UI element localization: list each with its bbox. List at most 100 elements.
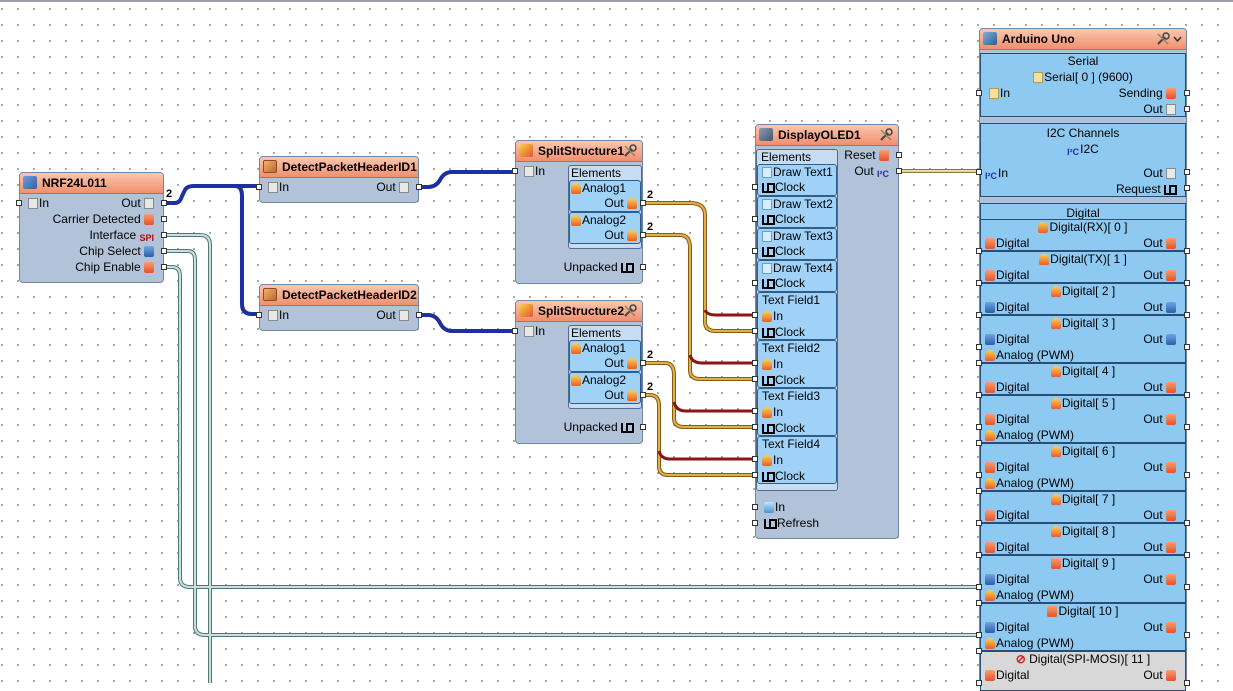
detect1-header[interactable]: DetectPacketHeaderID1 (260, 157, 418, 178)
serial-out-pin[interactable] (1184, 106, 1190, 112)
text-field-4-in-pin[interactable] (752, 456, 758, 462)
text-field-1-in-pin[interactable] (752, 312, 758, 318)
d6-in-pin[interactable] (976, 472, 982, 478)
draw-text-4-clock-pin[interactable] (752, 280, 758, 286)
d4-in-pin[interactable] (976, 392, 982, 398)
wire-s2-a1-to-tf3-in[interactable] (672, 401, 756, 413)
wire-s1-analog2[interactable] (645, 234, 756, 380)
oled-text-field-1[interactable]: Text Field1 In Clock (757, 292, 837, 340)
oled-draw-text-4[interactable]: Draw Text4 Clock (757, 260, 837, 292)
oled-draw-text-2[interactable]: Draw Text2 Clock (757, 196, 837, 228)
oled-draw-text-1[interactable]: Draw Text1 Clock (757, 164, 837, 196)
split2-analog1[interactable]: Analog1 Out (569, 340, 641, 372)
d10-out-pin[interactable] (1184, 632, 1190, 638)
nrf-in-pin[interactable] (16, 200, 22, 206)
arduino-header[interactable]: Arduino Uno (980, 29, 1186, 50)
detect1-in-pin[interactable] (256, 184, 262, 190)
split1-elements[interactable]: Elements Analog1 Out Analog2 Out (568, 165, 642, 249)
text-field-3-clock-pin[interactable] (752, 424, 758, 430)
d3-in-pin[interactable] (976, 344, 982, 350)
text-field-2-clock-pin[interactable] (752, 376, 758, 382)
wire-detect2-to-split2[interactable] (420, 313, 516, 333)
arduino-component[interactable]: Arduino Uno Serial Serial[ 0 ] (9600) In… (976, 28, 1190, 691)
d8-in-pin[interactable] (976, 552, 982, 558)
oled-draw-text-3[interactable]: Draw Text3 Clock (757, 228, 837, 260)
split2-analog1-pin[interactable] (640, 360, 646, 366)
i2c-request-pin[interactable] (1184, 185, 1190, 191)
d10-pwm-pin[interactable] (976, 648, 982, 654)
split1-analog2[interactable]: Analog2 Out (569, 212, 641, 244)
wire-nrf-to-detect2[interactable] (234, 184, 260, 316)
nrf-header[interactable]: NRF24L011 (20, 173, 163, 194)
d1-in-pin[interactable] (976, 280, 982, 286)
wire-s1-a1-to-tf1-in[interactable] (703, 309, 756, 317)
oled-text-field-3[interactable]: Text Field3 In Clock (757, 388, 837, 436)
serial-in-pin[interactable] (976, 90, 982, 96)
split2-analog2-pin[interactable] (640, 392, 646, 398)
split1-component[interactable]: SplitStructure1 In Elements Analog1 Out … (512, 140, 646, 284)
arduino-serial-section[interactable]: Serial Serial[ 0 ] (9600) In Sending Out (980, 53, 1186, 117)
oled-reset-pin[interactable] (896, 152, 902, 158)
wire-s1-analog1[interactable] (645, 202, 756, 332)
d10-in-pin[interactable] (976, 632, 982, 638)
arduino-pin-d10[interactable]: Digital[ 10 ] Digital Out Analog (PWM) (980, 603, 1186, 651)
wire-nrf-chip-select[interactable] (165, 250, 980, 636)
wrench-icon[interactable] (623, 304, 637, 318)
text-field-2-in-pin[interactable] (752, 360, 758, 366)
d0-out-pin[interactable] (1184, 248, 1190, 254)
split2-elements[interactable]: Elements Analog1 Out Analog2 Out (568, 325, 642, 409)
d6-pwm-pin[interactable] (976, 488, 982, 494)
wire-detect1-to-split1[interactable] (420, 170, 516, 189)
d5-pwm-pin[interactable] (976, 440, 982, 446)
arduino-pin-d4[interactable]: Digital[ 4 ] Digital Out (980, 363, 1186, 395)
d4-out-pin[interactable] (1184, 392, 1190, 398)
oled-refresh-pin[interactable] (752, 520, 758, 526)
wire-nrf-chip-enable[interactable] (165, 266, 980, 588)
nrf-chip-enable-pin[interactable] (161, 264, 167, 270)
detect1-out-pin[interactable] (416, 184, 422, 190)
split2-component[interactable]: SplitStructure2 In Elements Analog1 Out … (512, 300, 646, 444)
split2-in-pin[interactable] (512, 328, 518, 334)
arduino-pin-d3[interactable]: Digital[ 3 ] Digital Out Analog (PWM) (980, 315, 1186, 363)
arduino-pin-d11[interactable]: ⊘ Digital(SPI-MOSI)[ 11 ] Digital Out (980, 651, 1186, 691)
d11-out-pin[interactable] (1184, 680, 1190, 686)
arduino-pin-d7[interactable]: Digital[ 7 ] Digital Out (980, 491, 1186, 523)
arduino-pin-d0[interactable]: Digital(RX)[ 0 ] Digital Out (980, 219, 1186, 251)
detect2-header[interactable]: DetectPacketHeaderID2 (260, 285, 418, 306)
wire-s2-analog2[interactable] (645, 394, 756, 476)
d3-out-pin[interactable] (1184, 344, 1190, 350)
wire-s2-analog1[interactable] (645, 362, 756, 428)
wire-nrf-to-detect1[interactable] (165, 184, 260, 205)
arduino-pin-d9[interactable]: Digital[ 9 ] Digital Out Analog (PWM) (980, 555, 1186, 603)
wrench-icon[interactable] (879, 128, 893, 142)
d7-in-pin[interactable] (976, 520, 982, 526)
text-field-3-in-pin[interactable] (752, 408, 758, 414)
arduino-pin-d5[interactable]: Digital[ 5 ] Digital Out Analog (PWM) (980, 395, 1186, 443)
detect1-component[interactable]: DetectPacketHeaderID1 In Out (256, 156, 422, 203)
arduino-pin-d1[interactable]: Digital(TX)[ 1 ] Digital Out (980, 251, 1186, 283)
d2-in-pin[interactable] (976, 312, 982, 318)
detect2-component[interactable]: DetectPacketHeaderID2 In Out (256, 284, 422, 331)
d2-out-pin[interactable] (1184, 312, 1190, 318)
arduino-pin-d6[interactable]: Digital[ 6 ] Digital Out Analog (PWM) (980, 443, 1186, 491)
d11-in-pin[interactable] (976, 680, 982, 686)
d9-in-pin[interactable] (976, 584, 982, 590)
d9-out-pin[interactable] (1184, 584, 1190, 590)
nrf-out-pin[interactable] (161, 200, 167, 206)
oled-header[interactable]: DisplayOLED1 (756, 125, 898, 146)
i2c-out-pin[interactable] (1184, 169, 1190, 175)
arduino-pin-d8[interactable]: Digital[ 8 ] Digital Out (980, 523, 1186, 555)
arduino-pin-d2[interactable]: Digital[ 2 ] Digital Out (980, 283, 1186, 315)
wire-s2-a2-to-tf4-in[interactable] (657, 450, 756, 461)
wire-nrf-interface[interactable] (165, 234, 211, 683)
split1-analog1[interactable]: Analog1 Out (569, 180, 641, 212)
split1-analog2-pin[interactable] (640, 232, 646, 238)
draw-text-2-clock-pin[interactable] (752, 216, 758, 222)
wire-s1-a2-to-tf2-in[interactable] (688, 354, 756, 365)
d8-out-pin[interactable] (1184, 552, 1190, 558)
text-field-4-clock-pin[interactable] (752, 472, 758, 478)
d9-pwm-pin[interactable] (976, 600, 982, 606)
oled-text-field-2[interactable]: Text Field2 In Clock (757, 340, 837, 388)
wrench-icon[interactable] (1156, 32, 1170, 46)
nrf-interface-pin[interactable] (161, 232, 167, 238)
